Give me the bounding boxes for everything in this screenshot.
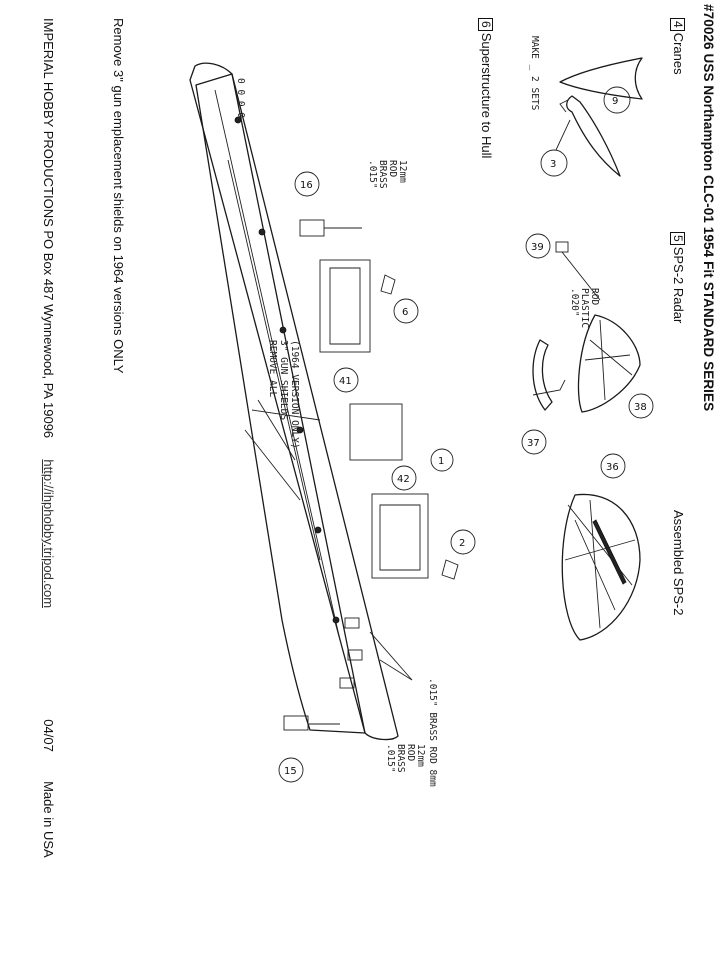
- assembled-sps2-drawing: [561, 493, 641, 641]
- part-number: 36: [606, 462, 619, 473]
- remove-shields-handwritten: REMOVE ALL 3" GUN SHIELDS (1964 VERSION …: [267, 340, 300, 449]
- part-number: 9: [612, 96, 618, 107]
- part-number: 37: [527, 438, 540, 449]
- part-number: 42: [397, 474, 410, 485]
- part-number: 1: [438, 456, 444, 467]
- part-number: 2: [459, 538, 465, 549]
- brass-rod-note: .015" BRASS ROD 12mm: [367, 160, 408, 194]
- part-9-callout: [603, 86, 631, 114]
- part-number: 16: [300, 180, 313, 191]
- plastic-rod-note: .020" PLASTIC ROD: [569, 288, 600, 334]
- part-number: 39: [531, 242, 544, 253]
- crane-drawing: 9 3 MAKE _ 2 SETS: [529, 36, 643, 177]
- part-number: 15: [284, 766, 297, 777]
- hull-drawing: 0 0 0 0: [189, 62, 429, 741]
- part-number: 6: [402, 307, 408, 318]
- part-number: 41: [339, 376, 352, 387]
- part-number: 38: [634, 402, 647, 413]
- brass-rod-8mm-note: .015" BRASS ROD 8mm: [427, 678, 438, 787]
- part-3-callout: [540, 149, 568, 177]
- superstructure-callouts: 16 .015" BRASS ROD 12mm 6 41 1 42 2 REMO…: [244, 160, 476, 787]
- make-sets-note: MAKE _ 2 SETS: [529, 36, 540, 111]
- brass-rod-bottom-note: .015" BRASS ROD 12mm: [385, 744, 426, 778]
- svg-text:0 0 0 0: 0 0 0 0: [235, 78, 246, 118]
- sps2-parts-drawing: 39 38 37 36 .020" PLASTIC ROD: [521, 233, 654, 479]
- part-number: 3: [550, 159, 556, 170]
